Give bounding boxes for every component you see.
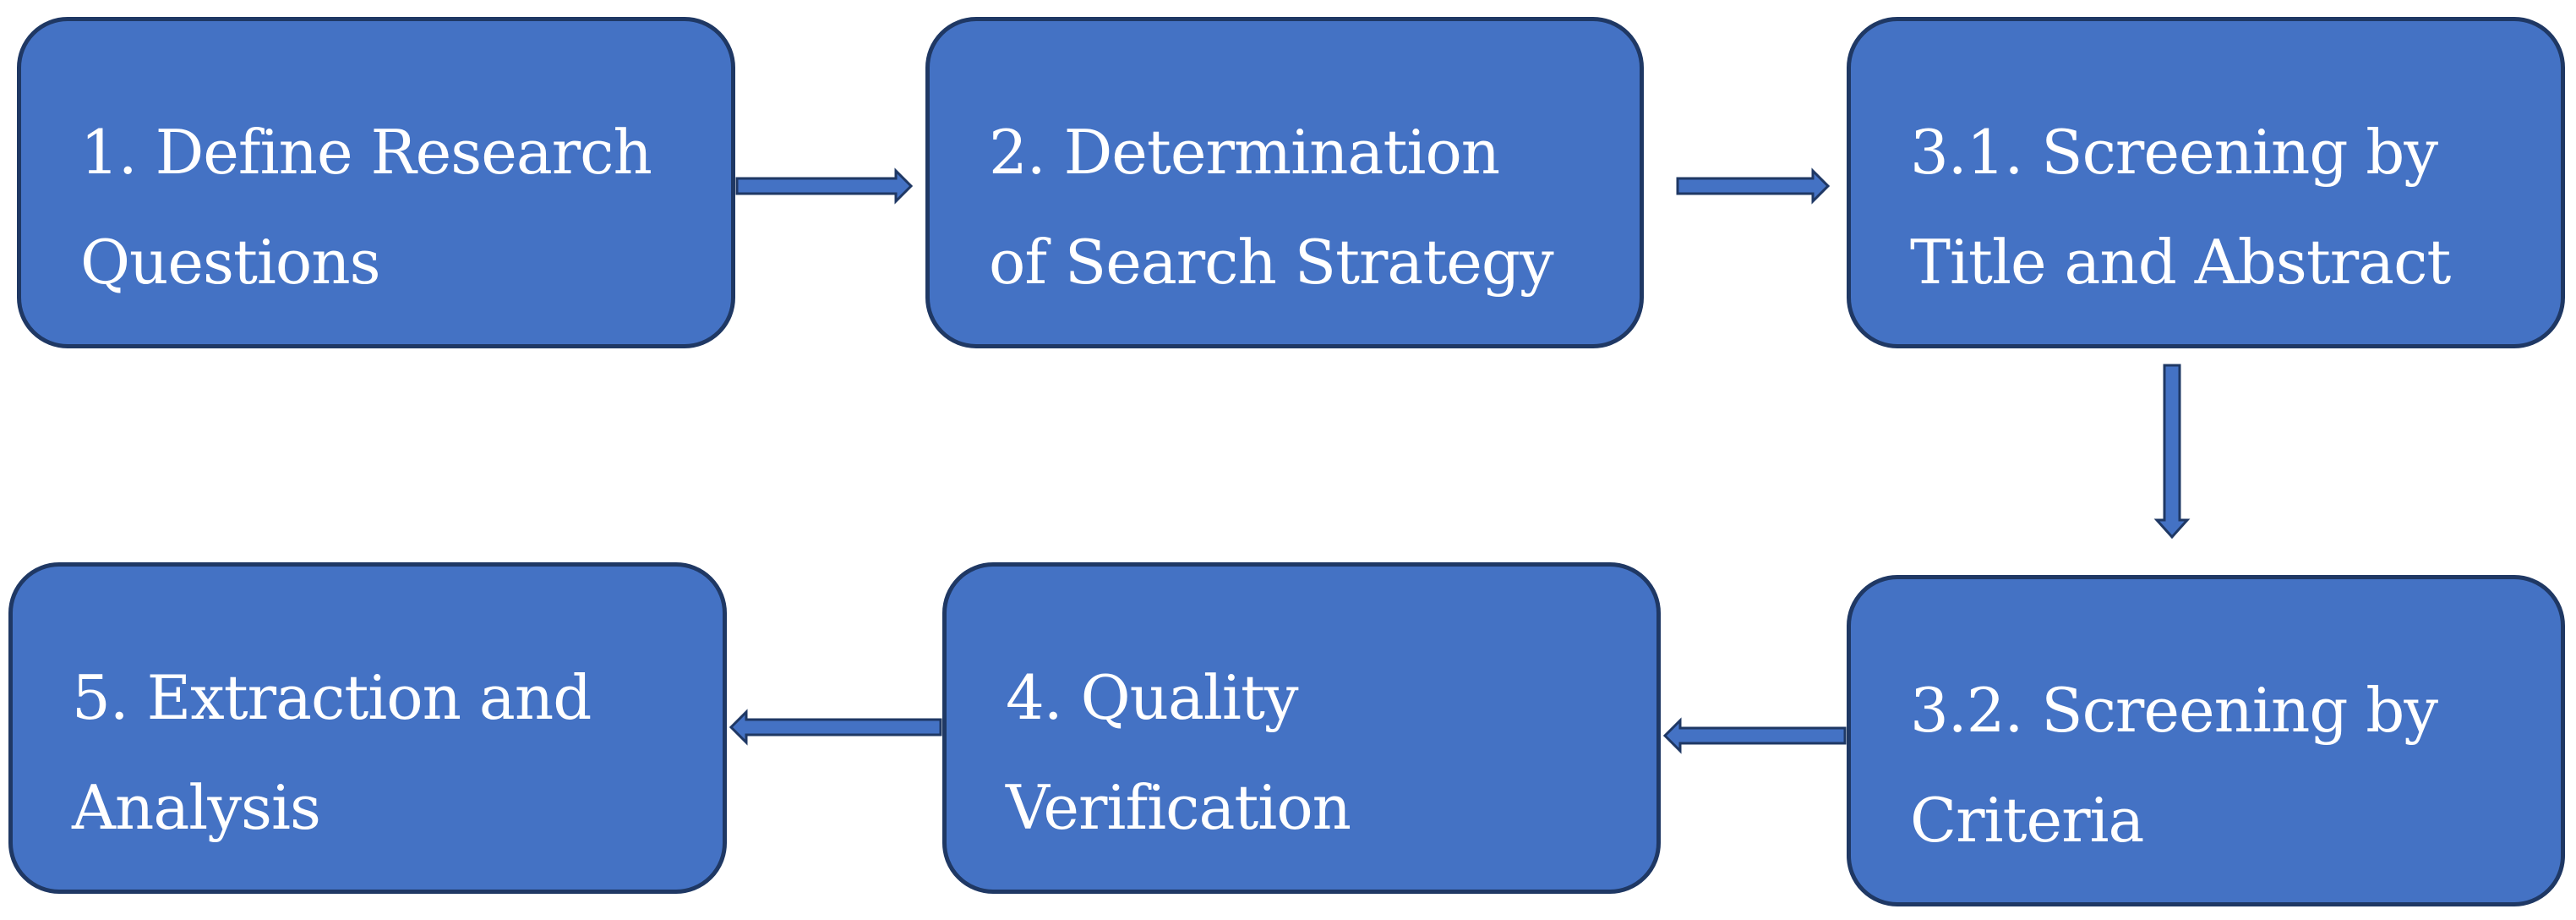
arrow-right-icon [1676,167,1831,205]
step-define-research-questions: 1. Define Research Questions [17,17,735,348]
step-label: 2. Determination of Search Strategy [989,117,1554,298]
step-screening-title-abstract: 3.1. Screening by Title and Abstract [1847,17,2565,348]
step-determination-search-strategy: 2. Determination of Search Strategy [925,17,1644,348]
step-extraction-analysis: 5. Extraction and Analysis [8,562,727,894]
step-screening-criteria: 3.2. Screening by Criteria [1847,575,2565,906]
arrow-down-icon [2153,364,2191,539]
arrow-left-icon [1662,717,1847,754]
step-label: 3.1. Screening by Title and Abstract [1910,117,2451,298]
arrow-right-icon [735,167,914,205]
step-label: 3.2. Screening by Criteria [1910,675,2438,856]
step-label: 4. Quality Verification [1006,662,1351,843]
step-quality-verification: 4. Quality Verification [942,562,1661,894]
step-label: 1. Define Research Questions [80,117,652,298]
step-label: 5. Extraction and Analysis [72,662,592,843]
arrow-left-icon [729,709,942,746]
